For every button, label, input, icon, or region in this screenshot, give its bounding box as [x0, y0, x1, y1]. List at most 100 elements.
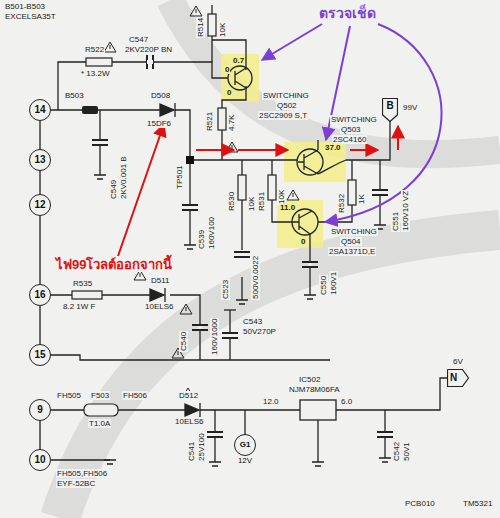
warning-triangle [104, 6, 299, 398]
tag-outline [448, 370, 469, 387]
label-text: 8.2 1W F [62, 302, 96, 311]
pin-number: 10 [34, 455, 45, 465]
fuse-symbol [84, 404, 118, 416]
label-text: 160V1000 [210, 318, 219, 356]
test-point [186, 156, 194, 164]
capacitor-symbol [147, 55, 153, 69]
label-text: Q502 [276, 101, 298, 110]
label-text: NJM78M06FA [288, 385, 341, 394]
wire [51, 459, 110, 460]
pin-number: G1 [240, 441, 251, 449]
transistor-symbol [228, 66, 323, 235]
part-label: 160V10 VZ [402, 190, 410, 232]
part-label: C542 [393, 441, 401, 462]
connector-pin: 13 [29, 149, 51, 171]
label-text: 12.0 [262, 397, 280, 406]
label-text: 6V [452, 357, 464, 366]
part-label: SWITCHING [330, 228, 378, 236]
warning-triangle [190, 6, 202, 16]
label-text: R530 [227, 191, 236, 212]
label-text: C542 [392, 441, 401, 462]
label-text: 500V0.0022 [251, 255, 260, 300]
watermark [170, 0, 500, 154]
part-label: TM5321 [462, 500, 493, 508]
connector-pin: G112V [234, 434, 256, 456]
label-text: 11.0 [279, 203, 296, 212]
part-label: TP501 [176, 164, 184, 190]
part-label: R521 [206, 111, 214, 132]
part-label: C549 [110, 179, 118, 200]
label-text: R535 [72, 279, 93, 288]
label-text: C523 [221, 279, 230, 300]
label-text: 10ELS6 [174, 417, 204, 426]
part-label: 99V [402, 104, 418, 112]
bead-symbol [82, 106, 98, 114]
diode-symbol [150, 289, 164, 301]
part-label: Q504 [340, 238, 362, 246]
part-label: ตรวจเช็ด [318, 6, 377, 20]
part-label: EYF-52BC [56, 480, 96, 488]
resistor-symbol [218, 108, 226, 130]
part-label: ไฟ99โวลต์ออกจากนี้ [55, 258, 173, 271]
part-label: T1.0A [88, 420, 111, 428]
label-text: FH505,FH506 [56, 469, 108, 478]
part-label: 0 [300, 238, 306, 246]
label-text: EYF-52BC [56, 479, 96, 488]
part-label: 37.0 [324, 144, 342, 152]
annotation-arrow [262, 24, 322, 60]
resistor-symbol [208, 14, 216, 36]
part-label: 11.0 [279, 204, 296, 212]
transistor-symbol [292, 211, 312, 234]
part-label: C541 [188, 441, 196, 462]
label-text: C549 [109, 179, 118, 200]
connector-pin: 9 [29, 399, 51, 421]
label-text: 10K [218, 22, 227, 38]
pin-voltage: 12V [238, 457, 252, 465]
part-label: 6V [452, 358, 464, 366]
part-label: PCB010 [404, 500, 436, 508]
annotation-arrow [325, 24, 441, 222]
label-text: TP501 [175, 164, 184, 190]
annotation-arrow [118, 24, 441, 256]
label-text: 0.7 [232, 56, 245, 65]
label-text: ไฟ99โวลต์ออกจากนี้ [55, 257, 173, 272]
connector-pin: 14 [29, 99, 51, 121]
part-label: 160V100 [208, 216, 216, 250]
label-text: EXCELSA35T [4, 12, 57, 21]
label-text: C551 [391, 211, 400, 232]
wire [317, 420, 318, 462]
annotation-arrow [350, 149, 378, 151]
part-label: 4.7K [228, 114, 236, 132]
label-text: 0 [226, 88, 232, 97]
part-label: D511 [150, 277, 171, 285]
part-label: FH505,FH506 [56, 470, 108, 478]
terminal-tag: B [382, 98, 398, 122]
label-text: 160V10 VZ [401, 190, 410, 232]
diode-symbol [185, 404, 199, 416]
transistor-symbol [228, 66, 252, 90]
warning-triangle [190, 9, 196, 14]
ic-body [300, 400, 336, 420]
resistor-symbol [86, 58, 112, 66]
label-text: C541 [187, 441, 196, 462]
resistor-symbol [348, 180, 356, 205]
label-text: C543 [242, 317, 263, 326]
label-text: R521 [205, 111, 214, 132]
diode-symbol [164, 288, 165, 302]
pin-number: N [450, 373, 457, 383]
part-label: 160V1 [330, 271, 338, 296]
pin-number: 9 [37, 405, 43, 415]
label-text: 0 [224, 65, 230, 74]
part-label: R531 [258, 191, 266, 212]
part-label: 12.0 [262, 398, 280, 406]
part-label: C547 [128, 36, 149, 44]
ground-symbol [94, 175, 106, 179]
annotation-arrow [397, 126, 399, 150]
part-label: R514 [197, 17, 205, 38]
ground-symbol [104, 460, 116, 464]
part-label: 0 [224, 66, 230, 74]
transistor-symbol [292, 209, 318, 235]
part-label: 15DF6 [146, 120, 172, 128]
part-label: 10K [219, 22, 227, 38]
part-label: 50V1 [403, 441, 411, 462]
